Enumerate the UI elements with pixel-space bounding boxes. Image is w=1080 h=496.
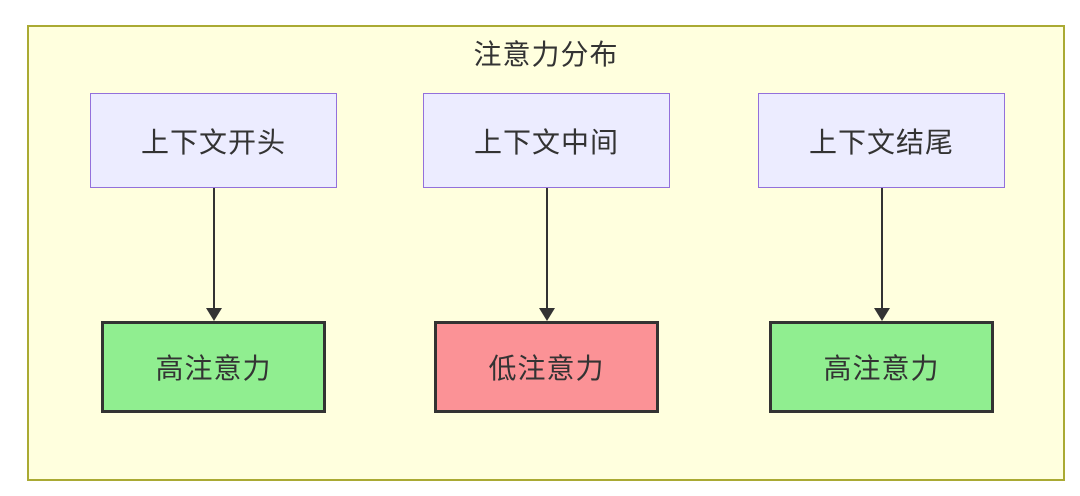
- arrow-head-icon: [538, 308, 555, 321]
- arrow-head-icon: [205, 308, 222, 321]
- node-label: 低注意力: [488, 353, 605, 384]
- node-label: 高注意力: [823, 353, 940, 384]
- diagram-canvas: 注意力分布 上下文开头 高注意力 上下文中间 低注意力: [27, 25, 1065, 481]
- node-context-beginning: 上下文开头: [90, 93, 337, 188]
- flow-column-beginning: 上下文开头 高注意力: [90, 93, 337, 413]
- node-high-attention-right: 高注意力: [769, 321, 994, 413]
- node-high-attention-left: 高注意力: [101, 321, 326, 413]
- node-low-attention-middle: 低注意力: [434, 321, 659, 413]
- arrow-connector: [538, 188, 555, 321]
- arrow-connector: [873, 188, 890, 321]
- node-context-middle: 上下文中间: [423, 93, 670, 188]
- node-label: 上下文开头: [140, 126, 286, 158]
- arrow-line: [212, 188, 215, 309]
- node-label: 上下文中间: [473, 126, 619, 158]
- arrow-head-icon: [873, 308, 890, 321]
- node-label: 高注意力: [155, 353, 272, 384]
- arrow-connector: [205, 188, 222, 321]
- flow-column-middle: 上下文中间 低注意力: [423, 93, 670, 413]
- node-context-end: 上下文结尾: [758, 93, 1005, 188]
- node-label: 上下文结尾: [808, 126, 954, 158]
- arrow-line: [880, 188, 883, 309]
- arrow-line: [545, 188, 548, 309]
- flow-column-end: 上下文结尾 高注意力: [758, 93, 1005, 413]
- diagram-title: 注意力分布: [473, 39, 619, 70]
